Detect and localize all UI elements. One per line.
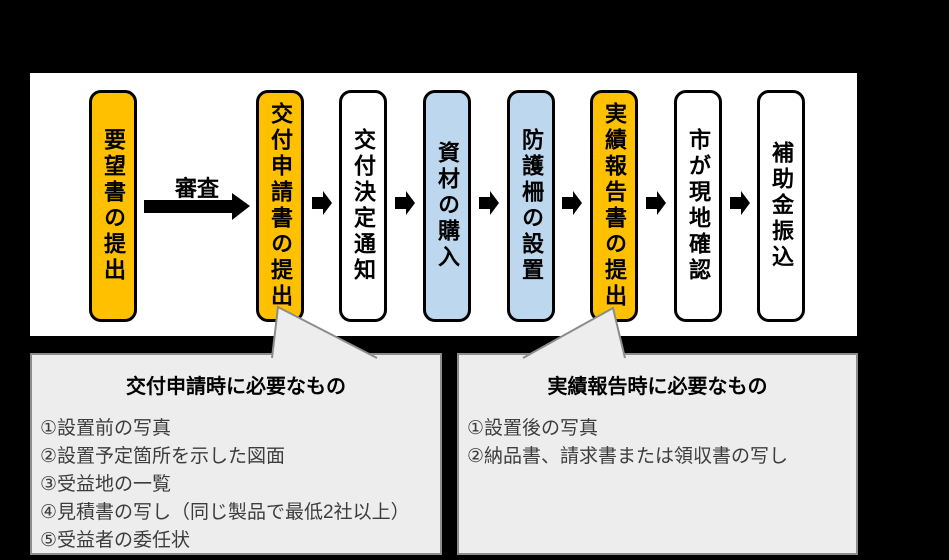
- callout-item-list: ①設置後の写真 ②納品書、請求書または領収書の写し: [459, 415, 856, 471]
- flow-step-city-site-check: 市が現地確認: [674, 90, 722, 322]
- flow-step-fence-installation: 防護柵の設置: [507, 90, 555, 322]
- list-item: ①設置前の写真: [40, 418, 172, 439]
- flow-step-subsidy-transfer: 補助金振込: [757, 90, 805, 322]
- review-arrow-label: 審査: [174, 176, 219, 201]
- flow-step-label: 実績報告書の提出: [602, 102, 627, 310]
- list-item: ①設置後の写真: [467, 418, 599, 439]
- list-item: ⑤受益者の委任状: [40, 530, 191, 551]
- flow-step-label: 資材の購入: [435, 141, 460, 271]
- flow-step-label: 市が現地確認: [686, 128, 711, 284]
- flow-step-grant-decision: 交付決定通知: [339, 90, 387, 322]
- list-item: ③受益地の一覧: [40, 474, 172, 495]
- flow-step-label: 交付決定通知: [351, 128, 376, 284]
- flow-step-request-submission: 要望書の提出: [89, 90, 137, 322]
- callout-title: 交付申請時に必要なもの: [126, 376, 346, 398]
- callout-title: 実績報告時に必要なもの: [547, 376, 768, 398]
- flow-step-label: 補助金振込: [769, 141, 794, 271]
- flow-step-label: 交付申請書の提出: [268, 102, 293, 310]
- callout-application-requirements: 交付申請時に必要なもの ①設置前の写真 ②設置予定箇所を示した図面 ③受益地の一…: [30, 353, 442, 555]
- list-item: ②設置予定箇所を示した図面: [40, 446, 286, 467]
- list-item: ④見積書の写し（同じ製品で最低2社以上）: [40, 502, 410, 523]
- callout-item-list: ①設置前の写真 ②設置予定箇所を示した図面 ③受益地の一覧 ④見積書の写し（同じ…: [32, 415, 440, 555]
- flow-step-grant-application: 交付申請書の提出: [256, 90, 304, 322]
- callout-report-requirements: 実績報告時に必要なもの ①設置後の写真 ②納品書、請求書または領収書の写し: [457, 353, 858, 555]
- flow-step-label: 防護柵の設置: [519, 128, 544, 284]
- flow-step-material-purchase: 資材の購入: [423, 90, 471, 322]
- flow-step-label: 要望書の提出: [101, 128, 126, 284]
- list-item: ②納品書、請求書または領収書の写し: [467, 446, 789, 467]
- flow-step-result-report: 実績報告書の提出: [590, 90, 638, 322]
